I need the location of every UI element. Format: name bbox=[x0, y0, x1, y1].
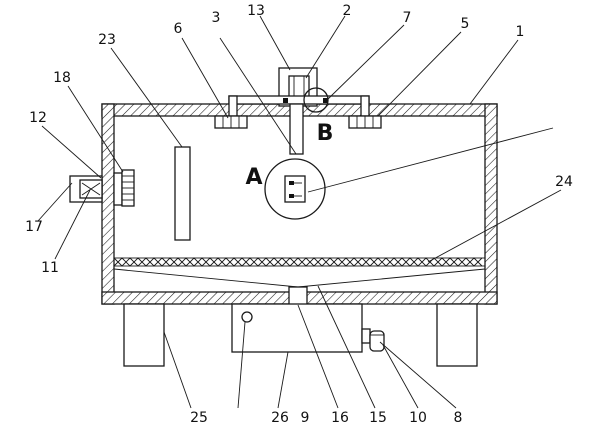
label-18: 18 bbox=[53, 70, 71, 86]
label-23: 23 bbox=[98, 32, 116, 48]
top-motor-assembly bbox=[228, 67, 370, 117]
label-9: 9 bbox=[301, 410, 310, 426]
label-25: 25 bbox=[190, 410, 208, 426]
label-10: 10 bbox=[409, 410, 427, 426]
label-3: 3 bbox=[212, 10, 221, 26]
label-24: 24 bbox=[555, 174, 573, 190]
label-15: 15 bbox=[369, 410, 387, 426]
label-11: 11 bbox=[41, 260, 59, 276]
baffle-plate bbox=[174, 146, 191, 241]
side-valve bbox=[361, 328, 385, 352]
label-6: 6 bbox=[174, 21, 183, 37]
label-26: 26 bbox=[271, 410, 289, 426]
rotating-shaft bbox=[289, 103, 304, 155]
leader-lines bbox=[37, 15, 562, 409]
collection-box bbox=[231, 303, 363, 353]
side-motor-assembly bbox=[69, 169, 135, 207]
label-7: 7 bbox=[403, 10, 412, 26]
label-1: 1 bbox=[516, 24, 525, 40]
detail-circle-b bbox=[303, 87, 329, 113]
support-legs bbox=[123, 303, 478, 367]
label-13: 13 bbox=[247, 3, 265, 19]
filter-screen bbox=[113, 257, 486, 267]
detail-label-b: B bbox=[317, 121, 334, 146]
spray-nozzles bbox=[214, 115, 382, 129]
reference-numerals: 1 2 3 5 6 7 8 9 10 11 12 13 15 16 17 18 … bbox=[25, 3, 573, 426]
label-5: 5 bbox=[461, 16, 470, 32]
label-12: 12 bbox=[29, 110, 47, 126]
label-2: 2 bbox=[343, 3, 352, 19]
label-17: 17 bbox=[25, 219, 43, 235]
detail-label-a: A bbox=[245, 165, 262, 190]
sloped-bottom bbox=[113, 268, 486, 288]
label-8: 8 bbox=[454, 410, 463, 426]
label-16: 16 bbox=[331, 410, 349, 426]
detail-circle-a bbox=[264, 158, 326, 220]
